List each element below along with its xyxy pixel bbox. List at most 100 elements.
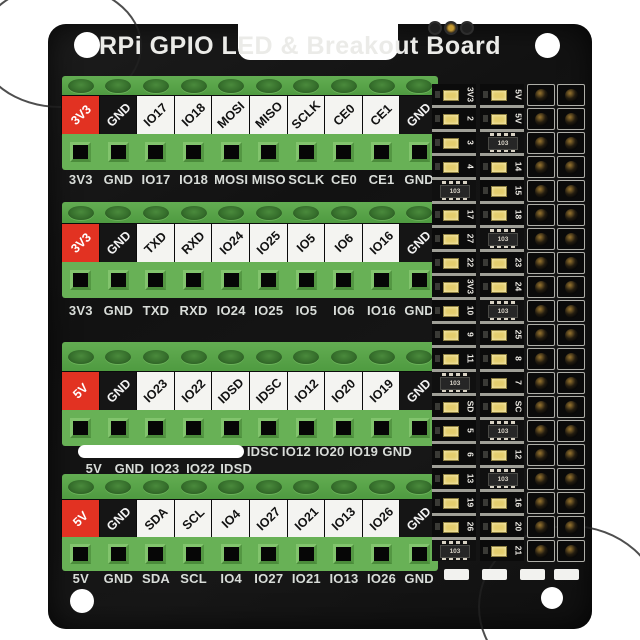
header-pin-hole bbox=[534, 160, 548, 174]
gpio-led-indicator: 24 bbox=[480, 276, 524, 297]
silkscreen-label: IDSD bbox=[220, 461, 253, 476]
terminal-tag-gnd: GND bbox=[98, 95, 139, 135]
led-chip bbox=[491, 330, 507, 341]
wire-socket-cell bbox=[100, 410, 138, 446]
header-pin-hole bbox=[564, 400, 578, 414]
header-pin-cell bbox=[527, 324, 555, 346]
header-pin-hole bbox=[534, 232, 548, 246]
silkscreen-label: IO4 bbox=[220, 571, 242, 586]
wire-socket-row bbox=[62, 134, 438, 170]
led-pin-label: 13 bbox=[466, 473, 476, 484]
silkscreen-label: 3V3 bbox=[68, 303, 93, 318]
terminal-tag-label: IO17 bbox=[141, 100, 171, 130]
wire-socket bbox=[371, 418, 393, 438]
silkscreen-label: IDSC bbox=[246, 444, 279, 459]
led-pad bbox=[435, 307, 440, 314]
led-chip bbox=[443, 114, 459, 125]
wire-socket bbox=[408, 142, 430, 162]
led-chip bbox=[443, 234, 459, 245]
terminal-tag-label: MOSI bbox=[214, 98, 248, 132]
wire-socket-cell bbox=[100, 262, 138, 298]
silkscreen-label: 5V bbox=[72, 571, 89, 586]
header-pin-hole bbox=[564, 472, 578, 486]
wire-socket bbox=[220, 270, 242, 290]
resistor-body: 103 bbox=[488, 425, 518, 438]
wire-socket-cell bbox=[62, 537, 100, 571]
header-pin-cell bbox=[557, 300, 585, 322]
header-pin-hole bbox=[534, 448, 548, 462]
terminal-tag-label: IO16 bbox=[366, 228, 397, 258]
header-pin-cell bbox=[527, 276, 555, 298]
gpio-led-indicator: 14 bbox=[480, 156, 524, 177]
led-pad bbox=[435, 451, 440, 458]
terminal-tag-label: IO13 bbox=[329, 504, 359, 534]
resistor-pads bbox=[442, 181, 467, 184]
terminal-tag-label: TXD bbox=[142, 229, 170, 257]
led-pad bbox=[435, 115, 440, 122]
led-pin-label: 2 bbox=[466, 116, 476, 121]
wire-socket-cell bbox=[175, 134, 213, 170]
header-pin-cell bbox=[527, 444, 555, 466]
gpio-led-indicator: 2 bbox=[432, 108, 476, 129]
terminal-tag-io26: IO26 bbox=[361, 499, 402, 539]
led-chip bbox=[443, 450, 459, 461]
header-pin-hole bbox=[564, 256, 578, 270]
header-pin-hole bbox=[534, 88, 548, 102]
led-chip bbox=[491, 378, 507, 389]
led-pad bbox=[435, 211, 440, 218]
terminal-screw bbox=[67, 206, 94, 220]
terminal-tag-label: MISO bbox=[252, 98, 286, 132]
terminal-tag-io27: IO27 bbox=[248, 499, 289, 539]
header-pin-cell bbox=[527, 300, 555, 322]
wire-socket bbox=[107, 270, 129, 290]
terminal-tag-label: IO19 bbox=[366, 376, 397, 406]
terminal-tag-gnd: GND bbox=[399, 95, 439, 135]
header-pin-cell bbox=[557, 348, 585, 370]
terminal-screw bbox=[255, 350, 282, 364]
header-pin-cell bbox=[527, 252, 555, 274]
header-pin-hole bbox=[564, 112, 578, 126]
led-pin-label: 3 bbox=[466, 140, 476, 145]
led-pad bbox=[483, 379, 488, 386]
silkscreen-label: IO22 bbox=[186, 461, 216, 476]
wire-socket-cell bbox=[288, 410, 326, 446]
led-chip bbox=[443, 306, 459, 317]
wire-socket bbox=[70, 270, 92, 290]
wire-socket-cell bbox=[325, 134, 363, 170]
wire-socket bbox=[145, 142, 167, 162]
terminal-screw bbox=[330, 79, 357, 93]
led-pad bbox=[435, 139, 440, 146]
mounting-hole-top-right bbox=[535, 33, 560, 58]
header-pin-hole bbox=[564, 88, 578, 102]
gpio-led-indicator: 21 bbox=[480, 540, 524, 561]
led-pad bbox=[483, 331, 488, 338]
silkscreen-label: IO17 bbox=[141, 172, 171, 187]
terminal-tag-io12: IO12 bbox=[286, 371, 327, 411]
header-pin-cell bbox=[527, 348, 555, 370]
gpio-led-indicator: 5 bbox=[432, 420, 476, 441]
terminal-tag-rxd: RXD bbox=[173, 223, 214, 263]
header-pin-cell bbox=[527, 180, 555, 202]
led-pad bbox=[435, 427, 440, 434]
resistor-pads bbox=[490, 149, 515, 152]
led-chip bbox=[443, 162, 459, 173]
silkscreen-label: IO21 bbox=[291, 571, 321, 586]
wire-socket bbox=[371, 142, 393, 162]
resistor-pads bbox=[490, 229, 515, 232]
mounting-hole-bottom-right bbox=[541, 587, 563, 609]
header-pin-cell bbox=[557, 84, 585, 106]
silkscreen-label: CE0 bbox=[331, 172, 357, 187]
wire-socket bbox=[333, 270, 355, 290]
wire-socket-cell bbox=[137, 134, 175, 170]
silkscreen-label: GND bbox=[404, 172, 434, 187]
terminal-tag-label: IO12 bbox=[291, 376, 321, 406]
silkscreen-label: SCLK bbox=[288, 172, 325, 187]
wire-socket bbox=[107, 142, 129, 162]
wire-socket bbox=[258, 142, 280, 162]
terminal-tag-io21: IO21 bbox=[286, 499, 327, 539]
header-pin-cell bbox=[557, 156, 585, 178]
resistor-pads bbox=[490, 485, 515, 488]
led-pad bbox=[435, 403, 440, 410]
